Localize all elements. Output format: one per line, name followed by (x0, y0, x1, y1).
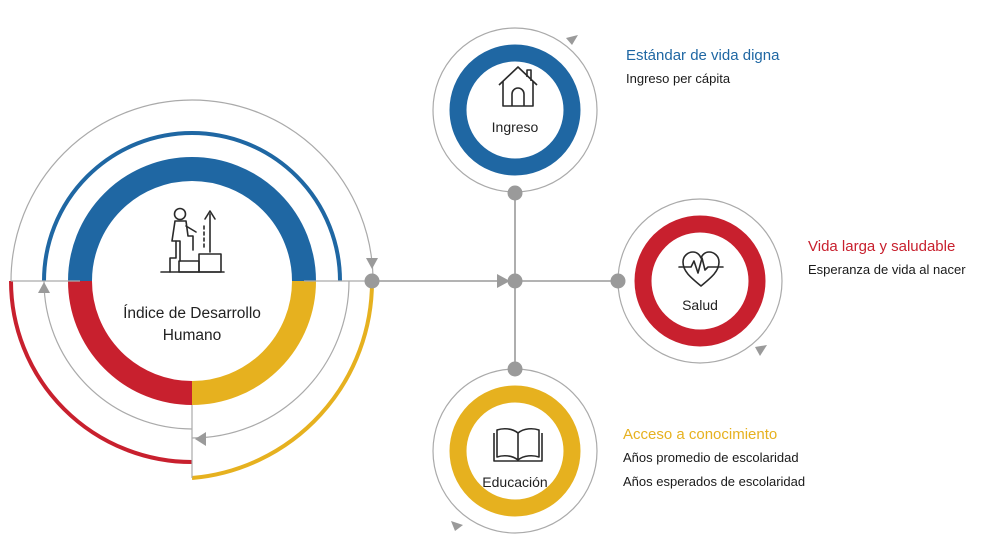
center-title-line2: Humano (162, 327, 222, 344)
connector-lines (372, 193, 618, 369)
educacion-arrow-icon (451, 521, 463, 531)
ingreso-label: Ingreso (491, 119, 539, 135)
center-title-line1: Índice de Desarrollo (123, 305, 261, 322)
node-educacion (432, 368, 598, 534)
center-yellow-segment (191, 280, 316, 405)
node-salud (617, 198, 783, 364)
person-climbing-steps-icon (160, 207, 225, 273)
junction-dot-center (364, 273, 380, 289)
house-icon (498, 66, 538, 107)
junction-dot-salud (610, 273, 626, 289)
salud-arrow-icon (755, 345, 767, 356)
center-donut (68, 157, 316, 405)
educacion-dimension-title: Acceso a conocimiento (623, 426, 778, 443)
center-red-segment (68, 280, 193, 405)
center-blue-segment (68, 157, 316, 282)
open-book-icon (493, 427, 543, 462)
arrow-up-icon (38, 282, 50, 293)
center-title: Índice de Desarrollo Humano (92, 303, 292, 347)
arrow-left-icon (195, 432, 206, 446)
outer-yellow-arc (191, 280, 375, 480)
inner-gray-arc-left (43, 280, 193, 430)
educacion-dimension-line-1: Años promedio de escolaridad (623, 450, 799, 465)
junction-dot-hub (507, 273, 523, 289)
heart-pulse-icon (678, 251, 724, 287)
inner-gray-arc-bottom (191, 280, 350, 439)
outer-gray-arc-top (10, 99, 374, 282)
ingreso-dimension-line: Ingreso per cápita (626, 71, 731, 86)
educacion-dimension-line-2: Años esperados de escolaridad (623, 474, 806, 489)
ingreso-arrow-icon (566, 35, 578, 45)
connector-arrow-icon (497, 274, 510, 288)
node-ingreso (432, 27, 598, 193)
salud-label: Salud (682, 297, 718, 313)
arrow-down-icon (366, 258, 378, 269)
ingreso-dimension-title: Estándar de vida digna (626, 47, 780, 64)
outer-blue-arc (42, 131, 342, 282)
salud-dimension-title: Vida larga y saludable (808, 238, 956, 255)
outer-red-arc (9, 280, 193, 464)
center-outer-rings (9, 99, 375, 480)
educacion-label: Educación (482, 474, 548, 490)
salud-dimension-line: Esperanza de vida al nacer (808, 262, 966, 277)
junction-dot-ingreso (507, 185, 523, 201)
junction-dot-educacion (507, 361, 523, 377)
